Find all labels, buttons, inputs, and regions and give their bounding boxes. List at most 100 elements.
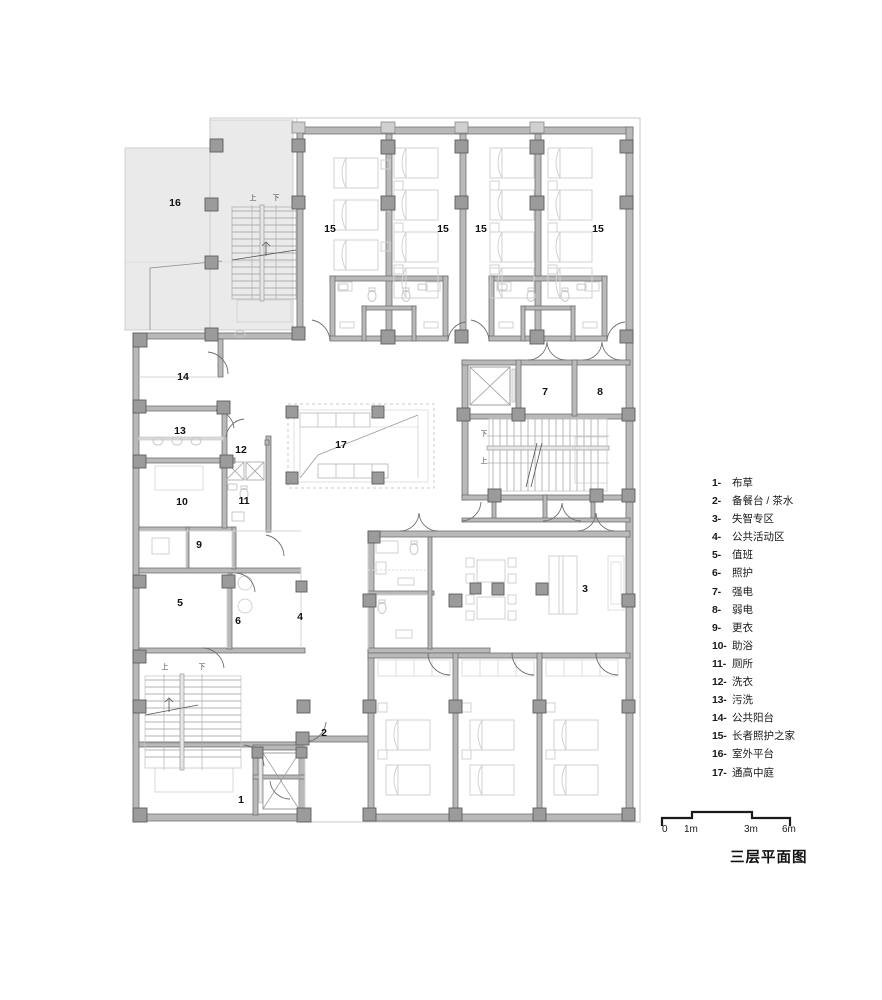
legend-number: 16- <box>712 748 727 761</box>
room-label: 9 <box>196 539 202 551</box>
room-label: 15 <box>592 223 604 235</box>
stair-direction-markers: 上 下 下 上 上 下 <box>162 193 488 671</box>
legend-label: 通高中庭 <box>732 766 774 779</box>
legend-number: 11- <box>712 657 726 670</box>
room-label: 8 <box>597 386 603 398</box>
legend-number: 5- <box>712 549 721 562</box>
legend-number: 13- <box>712 694 727 707</box>
legend-label: 布草 <box>732 477 753 489</box>
stair-central <box>486 418 610 492</box>
stair-direction: 上 <box>250 193 257 202</box>
legend-item: 1- 布草 <box>712 474 872 492</box>
room-label: 14 <box>177 371 189 383</box>
legend-item: 15- 长者照护之家 <box>712 727 872 745</box>
room-label: 6 <box>235 615 241 627</box>
legend: 1- 布草 2- 备餐台 / 茶水 3- 失智专区 4- 公共活动区 5- 值班… <box>712 474 872 782</box>
room-label: 5 <box>177 597 183 609</box>
legend-number: 14- <box>712 712 727 725</box>
legend-item: 9- 更衣 <box>712 619 872 637</box>
scale-tick-2: 3m <box>744 824 758 835</box>
legend-label: 失智专区 <box>732 513 774 526</box>
atrium-17-void <box>287 403 435 489</box>
legend-item: 3- 失智专区 <box>712 510 872 528</box>
room-label: 1 <box>238 794 244 806</box>
room-label: 15 <box>437 223 449 235</box>
room-label: 2 <box>321 727 327 739</box>
room-number-labels: 15 15 15 15 16 14 13 12 11 10 9 5 6 4 17… <box>169 197 604 806</box>
legend-label: 公共活动区 <box>732 531 785 544</box>
legend-number: 6- <box>712 567 721 580</box>
stair-direction: 上 <box>481 456 488 465</box>
legend-number: 4- <box>712 531 721 544</box>
stair-direction: 下 <box>273 194 280 202</box>
legend-label: 公共阳台 <box>732 712 774 725</box>
stair-direction: 下 <box>481 430 488 438</box>
legend-number: 7- <box>712 585 721 598</box>
legend-item: 8- 弱电 <box>712 601 872 619</box>
room-label: 15 <box>475 223 487 235</box>
legend-item: 10- 助浴 <box>712 637 872 655</box>
room-label: 12 <box>235 444 247 456</box>
legend-number: 3- <box>712 513 721 526</box>
bath-fixtures-room-15 <box>337 281 600 329</box>
door-swings <box>202 319 626 800</box>
scale-tick-3: 6m <box>782 824 796 835</box>
legend-label: 洗衣 <box>732 676 753 689</box>
legend-item: 17- 通高中庭 <box>712 764 872 782</box>
structural-columns <box>132 121 636 823</box>
legend-label: 助浴 <box>732 639 753 652</box>
beds-south-wing <box>377 659 619 796</box>
legend-label: 值班 <box>732 549 753 562</box>
elevator-north <box>469 366 516 406</box>
scale-tick-1: 1m <box>684 824 698 835</box>
room-label: 16 <box>169 197 181 209</box>
stair-direction: 上 <box>162 662 169 671</box>
scale-tick-0: 0 <box>662 824 668 835</box>
legend-label: 弱电 <box>732 603 753 616</box>
legend-item: 13- 污洗 <box>712 691 872 709</box>
legend-item: 2- 备餐台 / 茶水 <box>712 492 872 510</box>
legend-label: 室外平台 <box>732 748 774 761</box>
legend-label: 厕所 <box>732 657 753 670</box>
room-label: 7 <box>542 386 548 398</box>
room-3-furniture <box>465 555 625 621</box>
legend-number: 17- <box>712 766 727 779</box>
legend-item: 11- 厕所 <box>712 655 872 673</box>
legend-number: 10- <box>712 639 727 652</box>
stair-north-west <box>231 204 297 323</box>
room-label: 11 <box>238 495 249 507</box>
legend-item: 7- 强电 <box>712 583 872 601</box>
legend-number: 12- <box>712 676 727 689</box>
legend-item: 16- 室外平台 <box>712 745 872 763</box>
elevator-south <box>258 752 300 810</box>
legend-item: 14- 公共阳台 <box>712 709 872 727</box>
legend-number: 2- <box>712 495 721 508</box>
legend-item: 4- 公共活动区 <box>712 528 872 546</box>
stair-south-west <box>144 673 242 793</box>
stair-direction: 下 <box>199 663 206 671</box>
room-label: 13 <box>174 425 186 437</box>
legend-number: 9- <box>712 621 721 634</box>
scale-bar-graphic <box>660 810 792 826</box>
room-label: 17 <box>335 439 347 451</box>
legend-number: 8- <box>712 603 721 616</box>
legend-number: 1- <box>712 477 721 489</box>
legend-item: 6- 照护 <box>712 564 872 582</box>
legend-label: 备餐台 / 茶水 <box>732 495 794 508</box>
legend-number: 15- <box>712 730 727 743</box>
legend-label: 照护 <box>732 567 753 580</box>
service-fixtures <box>151 330 265 614</box>
bath-fixtures-south-wing <box>368 540 428 639</box>
room-label: 4 <box>297 611 303 623</box>
room-label: 3 <box>582 583 588 595</box>
legend-label: 更衣 <box>732 621 753 634</box>
page-title: 三层平面图 <box>730 850 808 866</box>
room-label: 10 <box>176 496 188 508</box>
legend-label: 长者照护之家 <box>732 730 795 743</box>
legend-item: 5- 值班 <box>712 546 872 564</box>
room-label: 15 <box>324 223 336 235</box>
legend-item: 12- 洗衣 <box>712 673 872 691</box>
scale-tick-labels: 0 1m 3m 6m <box>648 824 808 840</box>
